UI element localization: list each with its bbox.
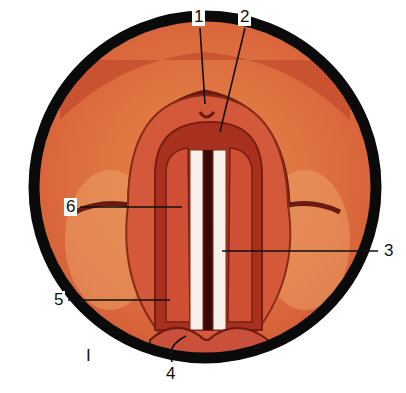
vocal-fold-left — [190, 150, 203, 330]
leader-line — [222, 250, 378, 252]
vocal-fold-right — [213, 150, 226, 330]
glottis — [203, 150, 213, 330]
tubercle — [200, 112, 214, 117]
callout-number: 5 — [52, 291, 65, 309]
callout-number: 3 — [382, 242, 395, 260]
leader-line — [171, 336, 186, 362]
scope-ring — [34, 16, 376, 358]
ventricular-fold-right — [228, 148, 252, 322]
callout-number: I — [84, 347, 93, 365]
laryngeal-inlet — [155, 122, 262, 330]
leader-line — [68, 299, 170, 301]
leader-line — [220, 28, 245, 132]
callout-number: 1 — [192, 8, 205, 26]
ventricular-fold-left — [166, 148, 190, 322]
leader-line — [80, 206, 182, 208]
callout-number: 6 — [64, 198, 77, 216]
callout-number: 2 — [238, 8, 251, 26]
callout-number: 4 — [164, 365, 177, 383]
aryepiglottic-folds — [126, 95, 290, 340]
leader-line — [200, 28, 205, 104]
